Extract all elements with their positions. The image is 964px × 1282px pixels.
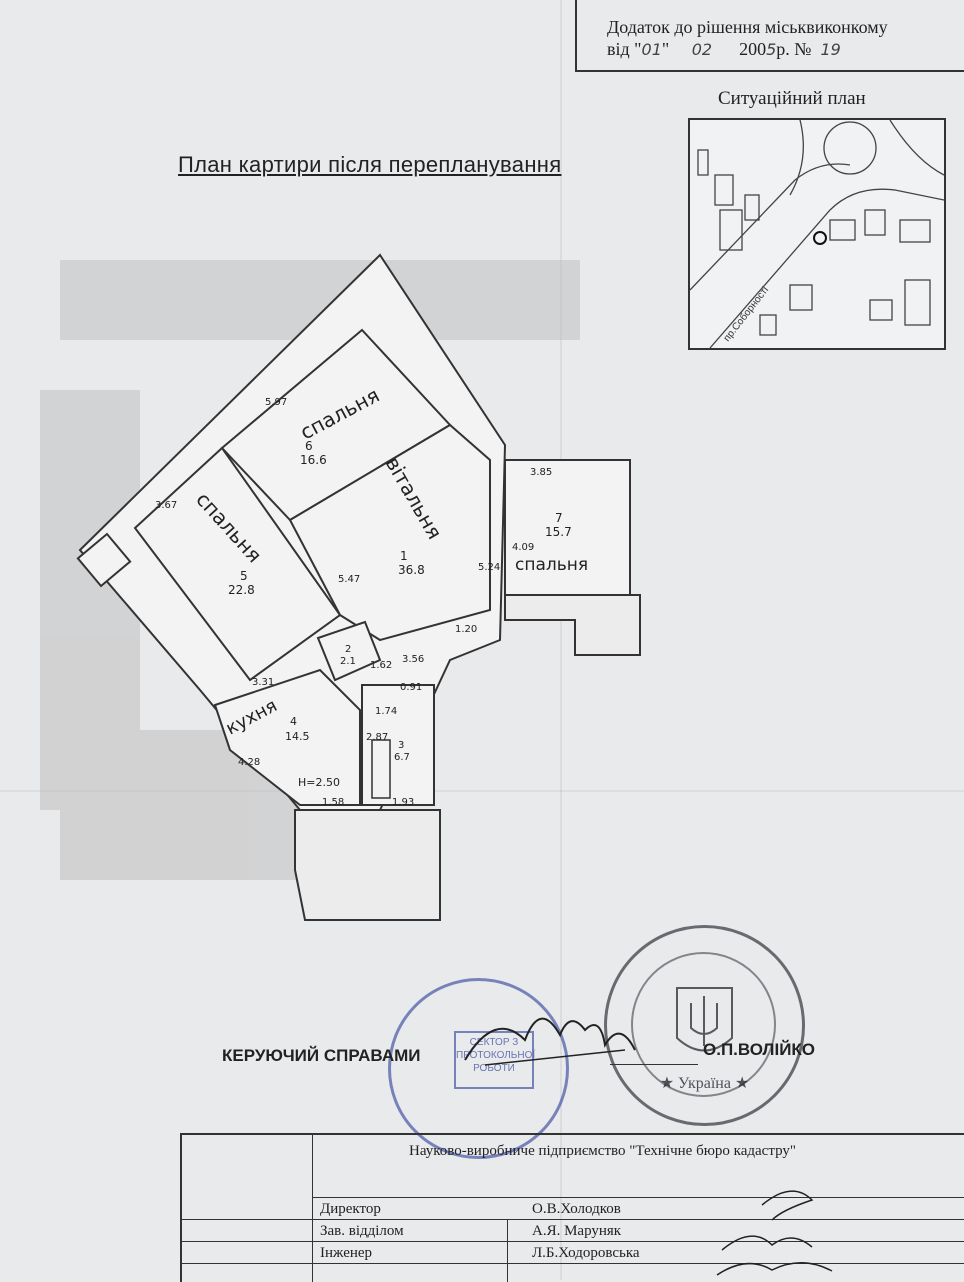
room-area-5: 22.8 [228,583,255,597]
paper-fold [0,790,964,792]
position-head: Зав. відділом [320,1223,404,1239]
room-number-6: 6 [305,439,313,453]
dim-label: 3.56 [402,654,424,665]
title-block-rule [312,1197,964,1198]
floor-plan-drawing: спальня 6 16.6 спальня 5 22.8 вітальня 1… [40,253,641,921]
trident-emblem-icon [676,987,733,1052]
dim-label: 1.20 [455,624,477,635]
room-area-4: 14.5 [285,730,310,743]
title-block-divider [312,1135,313,1282]
dim-label: 5.97 [265,397,287,408]
room-area-2: 2.1 [340,656,356,667]
official-seal-inner [631,952,776,1097]
room-kitchen [213,668,361,806]
height-label: H=2.50 [298,776,340,789]
dim-label: 4.09 [512,542,534,553]
title-block-divider [507,1219,508,1282]
name-head: А.Я. Маруняк [532,1223,622,1239]
title-block-rule [182,1219,964,1220]
dim-label: 0.91 [400,682,422,693]
bathtub [371,739,391,799]
appendix-title: Додаток до рішення міськвиконкому [607,17,888,37]
room-name-7: спальня [515,555,588,575]
handwritten-initials [716,1190,833,1276]
name-engineer: Л.Б.Ходоровська [532,1245,640,1261]
dim-label: 1.74 [375,706,397,717]
room-area-6: 16.6 [300,453,327,467]
room-bedroom-7 [504,459,631,596]
room-area-7: 15.7 [545,525,572,539]
dim-label: 3.67 [155,500,177,511]
room-number-2: 2 [345,644,351,655]
room-bath [361,684,435,806]
date-prefix: від " [607,39,642,59]
year-digit: 5 [766,40,777,59]
room-wc [316,620,382,682]
handwritten-signature [464,1017,636,1066]
appendix-date-line: від "01" 02 2005р. № 19 [607,39,841,59]
organization-name: Науково-виробниче підприємство "Технічне… [409,1143,796,1159]
room-area-3: 6.7 [394,752,410,763]
situation-plan-title: Ситуаційний план [718,88,866,109]
name-director: О.В.Холодков [532,1201,621,1217]
room-number-1: 1 [400,549,408,563]
room-living [288,423,491,642]
dim-label: 1.58 [322,797,344,808]
room-number-5: 5 [240,569,248,583]
position-director: Директор [320,1201,381,1217]
seal-country: ★ Україна ★ [659,1075,750,1092]
signature-line [610,1064,698,1065]
location-marker [813,231,827,245]
situation-plan-map: пр.Соборності [688,118,946,350]
dim-label: 4.28 [238,757,260,768]
dim-label: 1.93 [392,797,414,808]
title-block-rule [182,1263,964,1264]
room-number-4: 4 [290,715,297,728]
dim-label: 3.31 [252,677,274,688]
plan-title: План картири після перепланування [178,152,562,177]
title-block: Науково-виробниче підприємство "Технічне… [180,1133,964,1282]
decision-number: 19 [820,40,841,59]
dim-label: 3.85 [530,467,552,478]
year-prefix: 200 [739,39,767,59]
situation-map-drawing: пр.Соборності [689,119,945,349]
dim-label: 1.62 [370,660,392,671]
appendix-header: Додаток до рішення міськвиконкому від "0… [575,0,964,72]
room-number-7: 7 [555,511,563,525]
paper-fold [560,0,562,1280]
date-month: 02 [691,40,713,59]
signatory-name: О.П.ВОЛІЙКО [703,1040,816,1059]
floor-plan: спальня 6 16.6 спальня 5 22.8 вітальня 1… [0,230,680,950]
room-area-1: 36.8 [398,563,425,577]
blue-seal: СЕКТОР З ПРОТОКОЛЬНОЇ РОБОТИ [388,978,569,1159]
year-suffix: р. № [776,39,812,59]
title-block-rule [182,1241,964,1242]
dim-label: 2.87 [366,732,388,743]
date-day: 01 [641,40,662,59]
dim-label: 5.47 [338,574,360,585]
signatory-role: КЕРУЮЧИЙ СПРАВАМИ [222,1046,421,1065]
room-number-3: 3 [398,740,404,751]
position-engineer: Інженер [320,1245,373,1261]
dim-label: 5.24 [478,562,500,573]
official-seal: ★ Україна ★ [604,925,805,1126]
